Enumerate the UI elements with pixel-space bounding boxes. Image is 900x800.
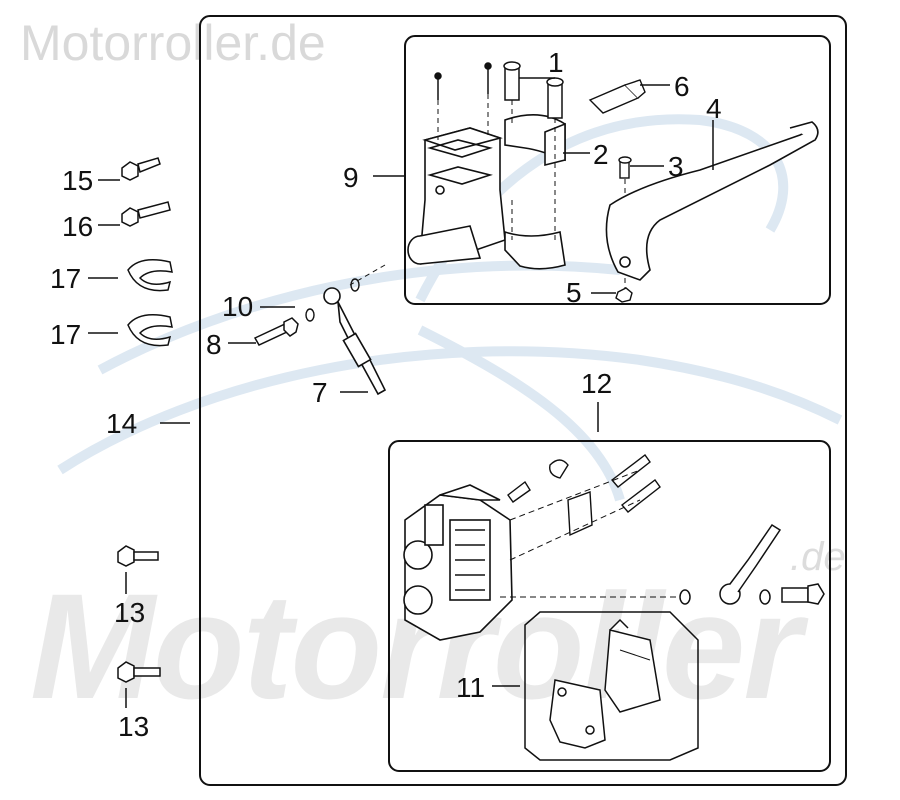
callout-17b: 17 [50, 319, 81, 350]
clip-17a [127, 259, 173, 292]
master-cylinder-box [404, 35, 831, 305]
callout-7: 7 [312, 377, 328, 408]
callout-15: 15 [62, 165, 93, 196]
callout-1: 1 [548, 47, 564, 78]
callout-10: 10 [222, 291, 253, 322]
callout-12: 12 [581, 368, 612, 399]
callout-5: 5 [566, 277, 582, 308]
callout-11: 11 [456, 672, 485, 703]
caliper-banjo [679, 523, 825, 605]
slide-pins [610, 454, 661, 513]
brake-caliper [403, 484, 513, 641]
pad-spring [567, 491, 593, 537]
callout-8: 8 [206, 329, 222, 360]
callout-4: 4 [706, 93, 722, 124]
brake-lever [605, 121, 819, 281]
bolt-13b [117, 661, 161, 683]
callout-16: 16 [62, 211, 93, 242]
caliper-box [388, 440, 831, 772]
callout-13b: 13 [118, 711, 149, 742]
callout-6: 6 [674, 71, 690, 102]
outer-frame [199, 15, 847, 786]
bolt-16 [121, 201, 171, 227]
sealing-washers [305, 278, 360, 322]
bolt-13a [117, 545, 159, 567]
bleeder-valve [507, 459, 569, 503]
mounting-clamp [504, 114, 566, 270]
bolt-15 [121, 157, 161, 181]
master-cylinder [407, 127, 506, 265]
brake-hose [323, 287, 387, 396]
callout-9: 9 [343, 162, 359, 193]
leader-lines [88, 77, 714, 708]
clamp-bolts [434, 61, 564, 119]
watermark-top: Motorroller.de [20, 15, 326, 71]
pivot-bolt [618, 156, 632, 179]
pivot-nut [615, 287, 633, 303]
brake-pad-box [524, 611, 699, 761]
callout-labels: 1 2 3 4 5 6 7 8 9 10 11 12 13 13 14 15 1… [50, 47, 722, 742]
callout-2: 2 [593, 139, 609, 170]
callout-14: 14 [106, 408, 137, 439]
lever-switch [588, 79, 646, 114]
callout-13a: 13 [114, 597, 145, 628]
banjo-bolt [253, 317, 299, 346]
callout-17a: 17 [50, 263, 81, 294]
watermark-de: .de [790, 535, 846, 579]
clip-17b [127, 314, 173, 347]
guide-lines-caliper [500, 469, 680, 598]
brake-pads [549, 618, 661, 749]
callout-3: 3 [668, 151, 684, 182]
